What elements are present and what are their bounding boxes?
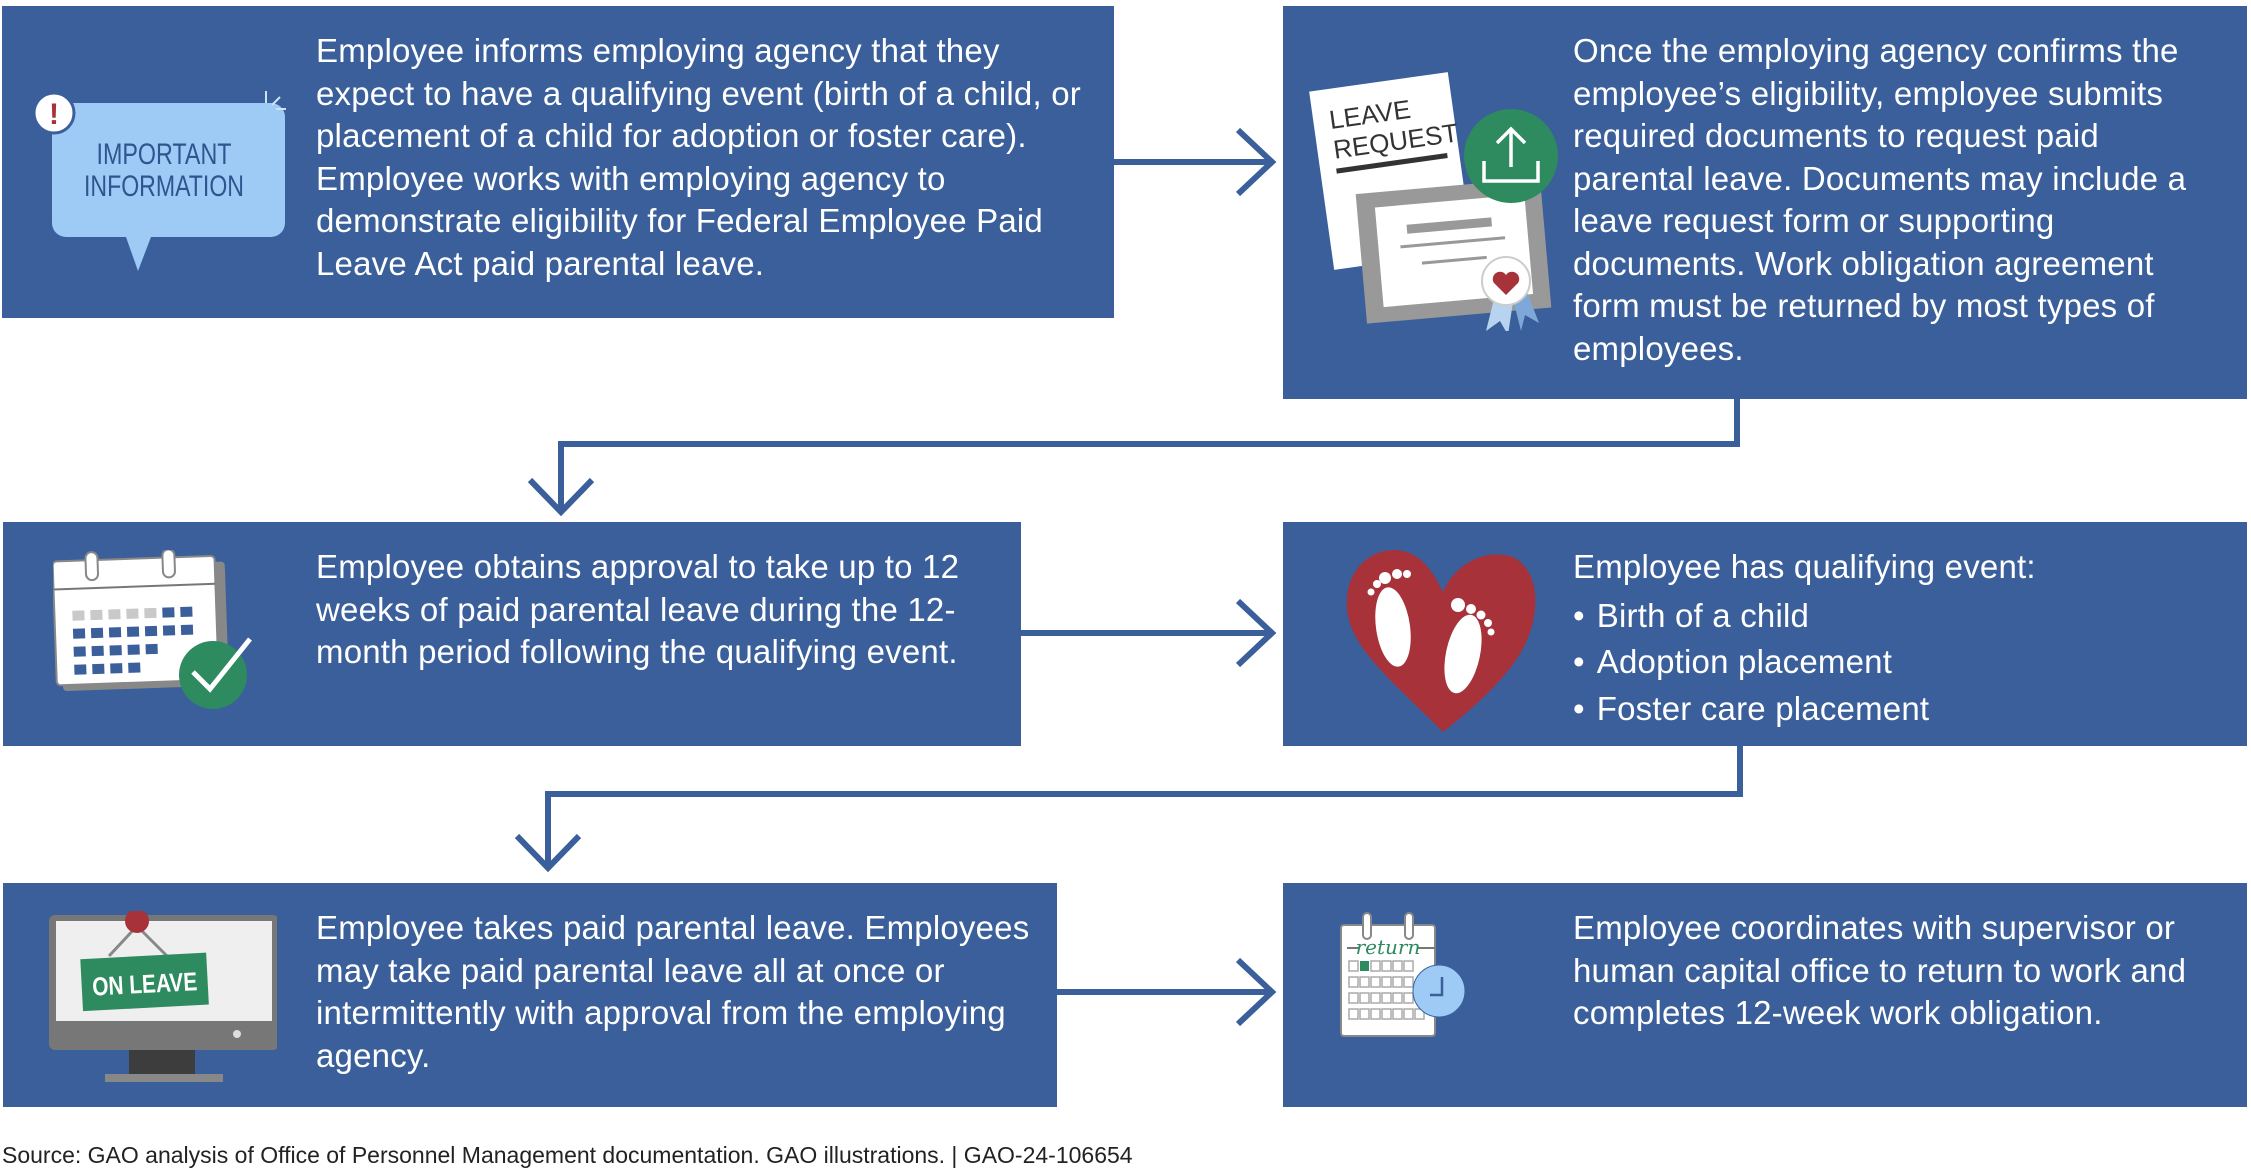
icon-label: IMPORTANT bbox=[97, 138, 232, 171]
qualifying-events-list: Birth of a child Adoption placement Fost… bbox=[1573, 593, 2223, 733]
arrowhead-icon bbox=[1235, 127, 1277, 197]
step-2-text: Once the employing agency confirms the e… bbox=[1573, 32, 2187, 367]
leave-request-document-icon: LEAVE REQUEST bbox=[1309, 72, 1558, 331]
arrowhead-icon bbox=[527, 477, 595, 517]
on-leave-computer-monitor-icon: ON LEAVE bbox=[49, 911, 277, 1082]
connector-step4-to-step5 bbox=[545, 746, 1743, 868]
source-note: Source: GAO analysis of Office of Person… bbox=[2, 1142, 1133, 1168]
step-5-box: ON LEAVE Employee takes paid parental le… bbox=[3, 883, 1057, 1107]
step-4-box: Employee has qualifying event: Birth of … bbox=[1283, 522, 2247, 746]
icon-label: ON LEAVE bbox=[91, 966, 197, 1001]
step-3-text: Employee obtains approval to take up to … bbox=[316, 548, 960, 670]
arrowhead-icon bbox=[1235, 598, 1277, 668]
icon-label: return bbox=[1356, 935, 1421, 959]
important-information-speech-bubble-icon: ! IMPORTANT INFORMATION bbox=[32, 91, 286, 271]
alert-badge: ! bbox=[49, 98, 59, 131]
baby-footprints-heart-icon bbox=[1346, 549, 1536, 732]
arrowhead-icon bbox=[514, 833, 582, 873]
connector-step2-to-step3 bbox=[558, 399, 1740, 512]
return-calendar-clock-icon: return bbox=[1340, 912, 1466, 1037]
step-3-box: Employee obtains approval to take up to … bbox=[3, 522, 1021, 746]
list-item: Adoption placement bbox=[1573, 639, 2223, 686]
step-1-box: ! IMPORTANT INFORMATION Employee informs… bbox=[2, 6, 1114, 318]
step-5-text: Employee takes paid parental leave. Empl… bbox=[316, 909, 1030, 1074]
step-6-box: return Employee coordinates with supervi… bbox=[1283, 883, 2247, 1107]
step-4-heading: Employee has qualifying event: bbox=[1573, 548, 2036, 585]
step-2-box: LEAVE REQUEST Once the employing agency … bbox=[1283, 6, 2247, 399]
arrowhead-icon bbox=[1235, 957, 1277, 1027]
step-6-text: Employee coordinates with supervisor or … bbox=[1573, 909, 2187, 1031]
list-item: Birth of a child bbox=[1573, 593, 2223, 640]
step-4-text: Employee has qualifying event: Birth of … bbox=[1573, 546, 2223, 732]
step-1-text: Employee informs employing agency that t… bbox=[316, 32, 1081, 282]
calendar-approved-icon bbox=[53, 550, 252, 709]
list-item: Foster care placement bbox=[1573, 686, 2223, 733]
icon-label: INFORMATION bbox=[84, 170, 244, 203]
